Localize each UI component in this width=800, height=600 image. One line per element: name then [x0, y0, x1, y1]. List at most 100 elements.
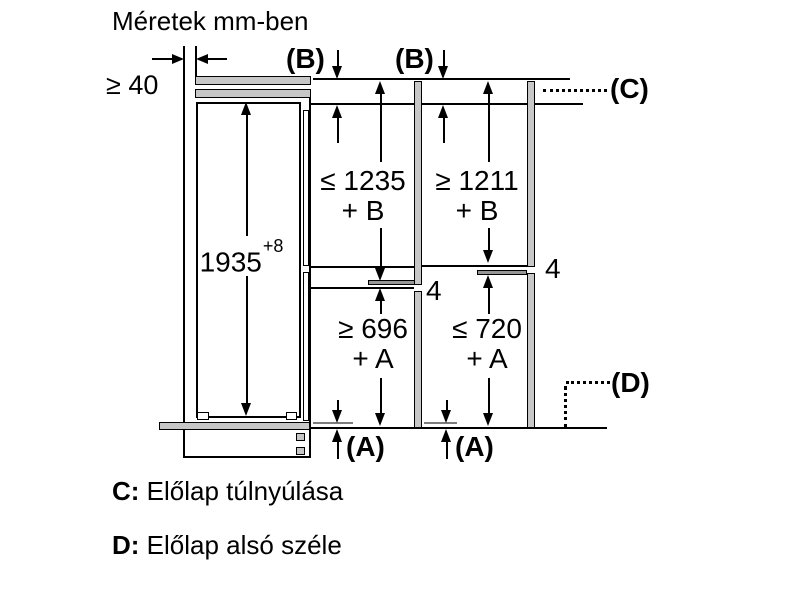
upper-left-dim-line-bottom: [380, 228, 382, 269]
upper-left-dimension-label: ≤ 1235 + B: [303, 166, 423, 226]
joint-left-label: 4: [426, 275, 442, 306]
cabinet-top-bar-inner: [195, 89, 311, 98]
a-left-arrowhead-down-icon: [332, 410, 342, 423]
marker-d: (D): [611, 367, 650, 398]
legend-key-d: D:: [112, 530, 140, 560]
right-gap-split-line: [422, 265, 527, 267]
height-dim-line-upper: [246, 114, 248, 236]
b-right-arrowhead-down-icon: [438, 66, 448, 79]
top-gap-arrowhead-right-icon: [172, 54, 184, 64]
marker-a-left: (A): [346, 431, 385, 462]
upper-left-addend: + B: [341, 195, 385, 226]
marker-c: (C): [610, 73, 649, 104]
diagram-title: Méretek mm-ben: [112, 6, 309, 36]
a-right-down-line: [446, 400, 448, 411]
lower-left-dim-line-top: [380, 300, 382, 314]
a-left-arrowhead-up-icon: [332, 429, 342, 442]
c-dotted-line: [543, 89, 607, 92]
upper-left-arrowhead-down-icon: [375, 268, 385, 281]
d-dotted-line-horizontal: [566, 381, 610, 384]
a-left-down-line: [337, 400, 339, 411]
lower-left-dim-line-bottom: [380, 378, 382, 414]
marker-b-left: (B): [286, 43, 325, 74]
d-dotted-line-vertical: [564, 386, 567, 428]
upper-right-addend: + B: [455, 195, 499, 226]
front-panel-2-lower: [527, 273, 535, 428]
hinge-block-lower: [296, 447, 305, 455]
a-right-up-line: [446, 441, 448, 459]
panel-top-line: [311, 103, 583, 105]
legend-text-d: Előlap alsó széle: [146, 530, 342, 560]
joint-right-label: 4: [545, 253, 561, 284]
door-front-strip-upper: [303, 110, 309, 266]
cabinet-bottom-line: [183, 456, 311, 458]
b-left-up-line: [337, 117, 339, 143]
legend-row-d: D: Előlap alsó széle: [112, 530, 342, 561]
lower-right-dimension-label: ≤ 720 + A: [425, 314, 549, 374]
hinge-block-upper: [296, 433, 305, 441]
cabinet-left-wall: [183, 77, 185, 458]
a-right-arrowhead-down-icon: [441, 410, 451, 423]
appliance-foot-right: [286, 412, 297, 420]
cabinet-right-wall: [309, 97, 311, 457]
height-dim-line-lower: [246, 276, 248, 404]
b-left-down-line: [337, 50, 339, 67]
upper-left-value: ≤ 1235: [320, 165, 406, 196]
right-gap-joint-bar: [477, 270, 527, 275]
upper-right-value: ≥ 1211: [435, 165, 519, 196]
top-gap-arrow-line-right: [208, 58, 227, 60]
left-gap-lower-split-line: [311, 287, 414, 289]
b-right-arrowhead-up-icon: [438, 105, 448, 118]
a-right-arrowhead-up-icon: [441, 429, 451, 442]
appliance-body: [196, 102, 301, 418]
marker-b-right: (B): [395, 43, 434, 74]
lower-right-arrowhead-down-icon: [483, 413, 493, 426]
legend-text-c: Előlap túlnyúlása: [146, 476, 344, 506]
legend-key-c: C:: [112, 476, 140, 506]
front-panel-2-upper: [527, 81, 535, 267]
a-left-tick-line: [313, 422, 353, 424]
height-value: 1935: [199, 246, 262, 278]
cabinet-top-bar-outer: [195, 76, 311, 85]
left-gap-upper-split-line: [311, 266, 414, 268]
b-left-arrowhead-down-icon: [332, 66, 342, 79]
legend-row-c: C: Előlap túlnyúlása: [112, 476, 343, 507]
upper-left-dim-line-top: [380, 93, 382, 162]
front-panel-1-upper: [414, 81, 422, 285]
door-front-strip-lower: [303, 272, 309, 421]
a-left-up-line: [337, 441, 339, 459]
top-gap-arrowhead-left-icon: [196, 54, 208, 64]
b-right-down-line: [443, 50, 445, 67]
top-gap-tick-right: [195, 46, 197, 78]
upper-right-arrowhead-down-icon: [483, 250, 493, 263]
lower-left-dimension-label: ≥ 696 + A: [311, 314, 435, 374]
plinth-bar: [159, 422, 310, 430]
height-dimension-label: 1935+8: [182, 236, 300, 278]
b-right-up-line: [443, 117, 445, 143]
lower-left-value: ≥ 696: [338, 313, 408, 344]
upper-left-arrowhead-up-icon: [375, 81, 385, 94]
top-gap-dimension-label: ≥ 40: [106, 70, 159, 100]
marker-a-right: (A): [455, 431, 494, 462]
upper-right-dim-line-top: [488, 93, 490, 162]
left-gap-joint-bar: [368, 280, 415, 285]
upper-right-dim-line-bottom: [488, 228, 490, 251]
upper-right-dimension-label: ≥ 1211 + B: [417, 166, 537, 226]
front-panel-1-lower: [414, 291, 422, 428]
lower-left-arrowhead-up-icon: [375, 288, 385, 301]
appliance-foot-left: [197, 412, 209, 420]
top-gap-arrow-line-left: [152, 58, 173, 60]
a-right-tick-line: [424, 422, 457, 424]
height-arrowhead-down-icon: [241, 403, 251, 416]
lower-right-value: ≤ 720: [452, 313, 522, 344]
lower-right-dim-line-top: [488, 287, 490, 314]
b-left-arrowhead-up-icon: [332, 105, 342, 118]
lower-left-addend: + A: [352, 343, 394, 374]
lower-right-addend: + A: [466, 343, 508, 374]
height-arrowhead-up-icon: [241, 102, 251, 115]
floor-line: [311, 427, 607, 429]
lower-right-arrowhead-up-icon: [483, 275, 493, 288]
lower-left-arrowhead-down-icon: [375, 413, 385, 426]
upper-right-arrowhead-up-icon: [483, 81, 493, 94]
